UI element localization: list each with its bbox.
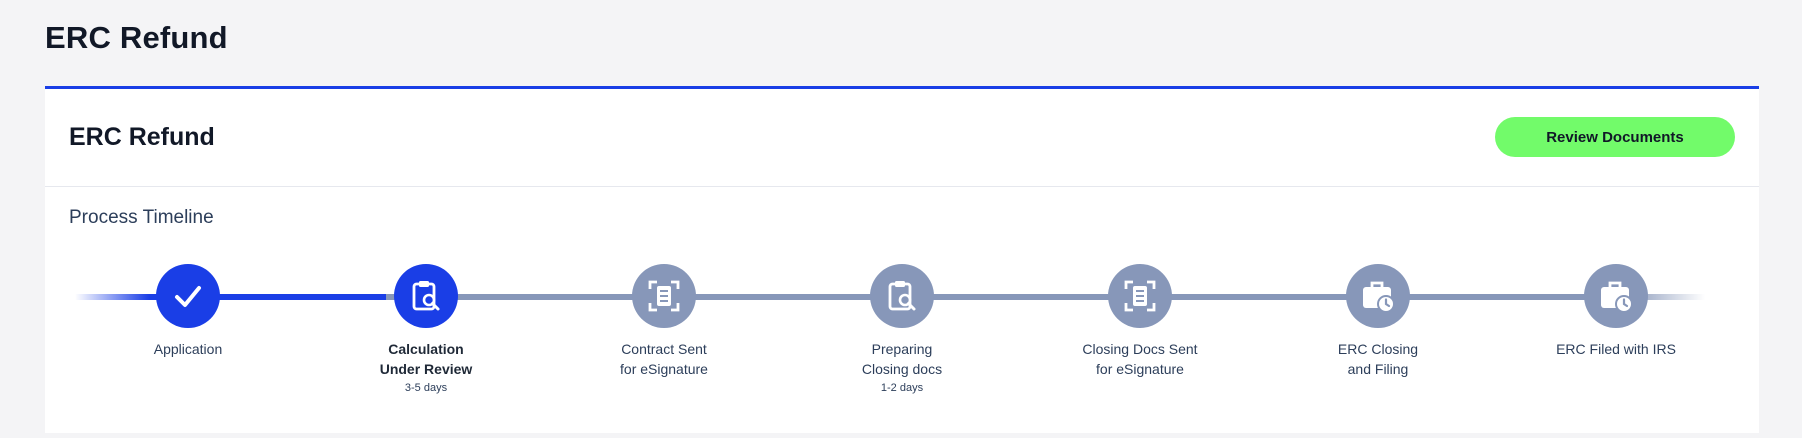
step-circle — [394, 264, 458, 328]
timeline-step-contract-sent: Contract Sent for eSignature — [564, 264, 764, 379]
step-label: Closing Docs Sent for eSignature — [1082, 341, 1198, 377]
briefcase-clock-icon — [1598, 278, 1634, 314]
step-label: ERC Filed with IRS — [1556, 341, 1676, 357]
step-circle — [1346, 264, 1410, 328]
check-icon — [172, 280, 204, 312]
card-header: ERC Refund Review Documents — [45, 89, 1759, 187]
step-label: Contract Sent for eSignature — [620, 341, 708, 377]
timeline-track-fade-left — [75, 294, 149, 300]
timeline-step-application: Application — [88, 264, 288, 359]
step-circle — [870, 264, 934, 328]
step-circle — [156, 264, 220, 328]
clipboard-search-icon — [885, 279, 919, 313]
document-scan-icon — [1123, 279, 1157, 313]
timeline-track-fade-right — [1623, 294, 1705, 300]
step-label: Application — [153, 341, 223, 357]
step-duration: 1-2 days — [880, 382, 924, 394]
step-label: Calculation Under Review — [379, 341, 473, 377]
step-circle — [632, 264, 696, 328]
card-title: ERC Refund — [69, 123, 215, 151]
page-title: ERC Refund — [45, 20, 228, 55]
review-documents-button[interactable]: Review Documents — [1495, 117, 1735, 157]
briefcase-clock-icon — [1360, 278, 1396, 314]
timeline-track-completed — [149, 294, 386, 300]
step-circle — [1108, 264, 1172, 328]
step-label: ERC Closing and Filing — [1337, 341, 1419, 377]
timeline-track-remaining — [386, 294, 1623, 300]
timeline-step-erc-closing-and-filing: ERC Closing and Filing — [1278, 264, 1478, 379]
timeline-step-erc-filed-with-irs: ERC Filed with IRS — [1516, 264, 1716, 359]
timeline-step-preparing-closing-docs: Preparing Closing docs 1-2 days — [802, 264, 1002, 396]
section-title: Process Timeline — [69, 207, 214, 228]
document-scan-icon — [647, 279, 681, 313]
timeline-step-closing-docs-sent: Closing Docs Sent for eSignature — [1040, 264, 1240, 379]
erc-refund-card: ERC Refund Review Documents Process Time… — [45, 86, 1759, 433]
clipboard-search-icon — [409, 279, 443, 313]
step-duration: 3-5 days — [404, 382, 448, 394]
timeline-step-calculation-under-review: Calculation Under Review 3-5 days — [326, 264, 526, 396]
step-label: Preparing Closing docs — [861, 341, 943, 377]
step-circle — [1584, 264, 1648, 328]
